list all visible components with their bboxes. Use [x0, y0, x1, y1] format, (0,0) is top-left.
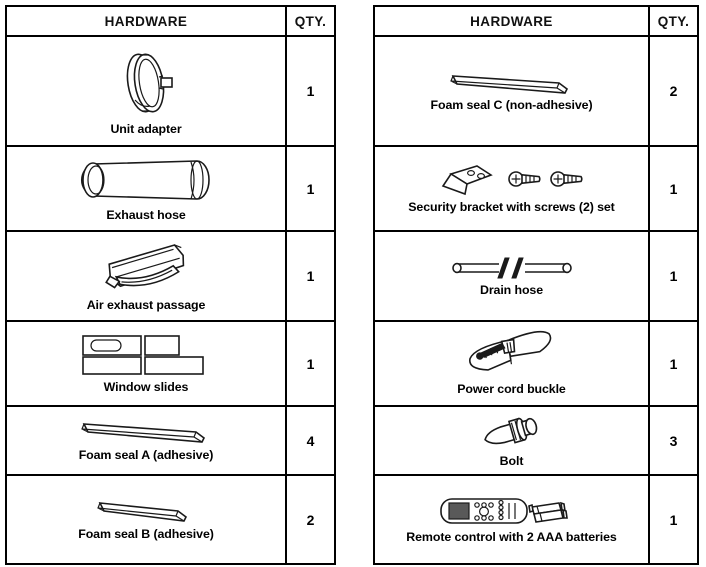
- hardware-label: Power cord buckle: [457, 382, 566, 397]
- qty-cell: 1: [648, 145, 699, 232]
- hardware-cell-foam-seal-c: Foam seal C (non-adhesive): [373, 35, 650, 147]
- power-cord-buckle-icon: [456, 330, 568, 380]
- hardware-label: Foam seal C (non-adhesive): [430, 97, 593, 112]
- table-row: Bolt 3: [373, 405, 699, 476]
- table-row: Foam seal C (non-adhesive) 2: [373, 35, 699, 147]
- unit-adapter-icon: [106, 46, 186, 120]
- table-row: Remote control with 2 AAA batteries 1: [373, 474, 699, 565]
- qty-cell: 1: [285, 230, 336, 322]
- right-hardware-table: HARDWARE QTY. Foam seal C (non-adhesiv: [373, 5, 699, 565]
- air-exhaust-passage-icon: [91, 240, 201, 296]
- hardware-cell-unit-adapter: Unit adapter: [5, 35, 287, 147]
- hardware-cell-foam-seal-b: Foam seal B (adhesive): [5, 474, 287, 565]
- table-row: Drain hose 1: [373, 230, 699, 322]
- hardware-label: Remote control with 2 AAA batteries: [406, 530, 617, 545]
- window-slides-icon: [79, 332, 213, 378]
- qty-cell: 1: [285, 145, 336, 232]
- hardware-cell-security-bracket: Security bracket with screws (2) set: [373, 145, 650, 232]
- qty-cell: 3: [648, 405, 699, 476]
- drain-hose-icon: [447, 255, 577, 281]
- qty-cell: 4: [285, 405, 336, 476]
- security-bracket-screws-icon: [427, 162, 597, 198]
- column-header-qty: QTY.: [285, 5, 336, 37]
- hardware-label: Foam seal A (adhesive): [78, 448, 214, 463]
- hardware-cell-drain-hose: Drain hose: [373, 230, 650, 322]
- left-hardware-table: HARDWARE QTY.: [5, 5, 336, 565]
- hardware-cell-remote-control: Remote control with 2 AAA batteries: [373, 474, 650, 565]
- table-row: Security bracket with screws (2) set 1: [373, 145, 699, 232]
- qty-cell: 1: [648, 474, 699, 565]
- remote-control-batteries-icon: [437, 494, 587, 528]
- hardware-label: Security bracket with screws (2) set: [408, 200, 615, 215]
- hardware-label: Exhaust hose: [106, 208, 186, 223]
- table-row: Unit adapter 1: [5, 35, 336, 147]
- bolt-icon: [476, 412, 548, 452]
- hardware-cell-air-exhaust-passage: Air exhaust passage: [5, 230, 287, 322]
- foam-seal-a-icon: [78, 418, 214, 446]
- table-row: Air exhaust passage 1: [5, 230, 336, 322]
- table-row: Power cord buckle 1: [373, 320, 699, 407]
- foam-seal-c-icon: [447, 70, 577, 96]
- hardware-label: Drain hose: [479, 282, 544, 297]
- qty-cell: 1: [648, 230, 699, 322]
- table-row: Window slides 1: [5, 320, 336, 407]
- column-header-hardware: HARDWARE: [373, 5, 650, 37]
- qty-cell: 2: [285, 474, 336, 565]
- hardware-label: Bolt: [499, 454, 524, 469]
- table-header-row: HARDWARE QTY.: [373, 5, 699, 37]
- hardware-cell-bolt: Bolt: [373, 405, 650, 476]
- hardware-label: Air exhaust passage: [86, 297, 206, 312]
- table-header-row: HARDWARE QTY.: [5, 5, 336, 37]
- hardware-cell-foam-seal-a: Foam seal A (adhesive): [5, 405, 287, 476]
- column-header-qty: QTY.: [648, 5, 699, 37]
- hardware-cell-window-slides: Window slides: [5, 320, 287, 407]
- qty-cell: 2: [648, 35, 699, 147]
- hardware-cell-power-cord-buckle: Power cord buckle: [373, 320, 650, 407]
- foam-seal-b-icon: [94, 497, 198, 525]
- exhaust-hose-icon: [71, 154, 221, 206]
- table-row: Exhaust hose 1: [5, 145, 336, 232]
- hardware-label: Window slides: [103, 380, 189, 395]
- qty-cell: 1: [285, 35, 336, 147]
- qty-cell: 1: [648, 320, 699, 407]
- qty-cell: 1: [285, 320, 336, 407]
- table-row: Foam seal B (adhesive) 2: [5, 474, 336, 565]
- column-header-hardware: HARDWARE: [5, 5, 287, 37]
- hardware-cell-exhaust-hose: Exhaust hose: [5, 145, 287, 232]
- hardware-label: Unit adapter: [110, 121, 182, 136]
- hardware-label: Foam seal B (adhesive): [78, 527, 214, 542]
- table-row: Foam seal A (adhesive) 4: [5, 405, 336, 476]
